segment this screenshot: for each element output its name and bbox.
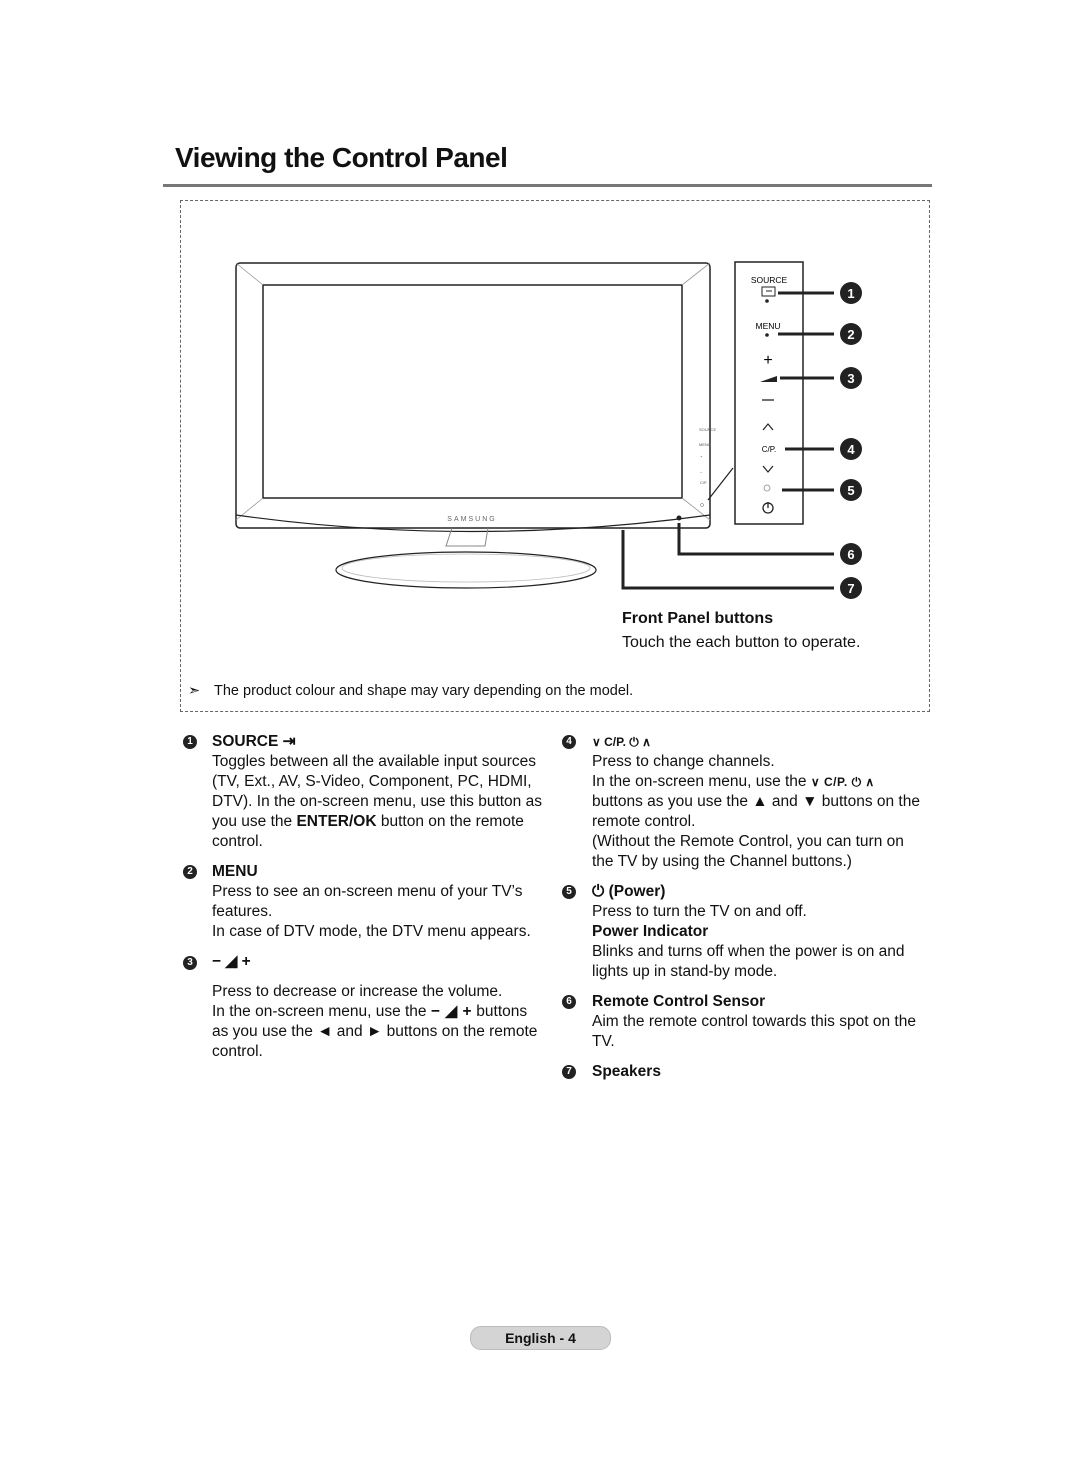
svg-text:4: 4 (847, 442, 855, 457)
svg-text:−: − (700, 470, 703, 475)
item-volume: − ◢ + Press to decrease or increase the … (212, 952, 547, 1062)
svg-text:SOURCE: SOURCE (751, 275, 788, 285)
channel-title: ∨ C/P. ⏻ ∧ (592, 735, 651, 749)
brand-logo: SAMSUNG (447, 516, 496, 523)
front-panel-subtext: Touch the each button to operate. (622, 634, 861, 651)
svg-text:MENU: MENU (755, 321, 780, 331)
item-number-4: 4 (562, 735, 576, 749)
speakers-title: Speakers (592, 1063, 661, 1080)
svg-text:1: 1 (847, 286, 854, 301)
item-menu: MENU Press to see an on-screen menu of y… (212, 862, 552, 942)
item-number-3: 3 (183, 956, 197, 970)
item-speakers: Speakers (592, 1062, 927, 1082)
control-panel-zoom (734, 261, 804, 525)
figure-box (180, 200, 930, 712)
note-arrow-icon: ➣ (188, 683, 201, 699)
source-input-icon: ⇥ (282, 733, 296, 750)
tv-screen (262, 284, 683, 499)
title-divider (163, 184, 932, 187)
item-number-2: 2 (183, 865, 197, 879)
svg-text:C/P.: C/P. (762, 445, 777, 454)
front-panel-heading: Front Panel buttons (622, 610, 774, 627)
item-source: SOURCE ⇥ Toggles between all the availab… (212, 732, 547, 852)
page-title: Viewing the Control Panel (175, 142, 508, 173)
tv-diagram: SAMSUNG SOURCE MENU + − C/P SOURCE MENU … (235, 261, 862, 599)
item-number-5: 5 (562, 885, 576, 899)
source-title: SOURCE ⇥ (212, 733, 296, 750)
svg-text:+: + (700, 454, 703, 459)
tv-stand (335, 551, 597, 589)
item-number-7: 7 (562, 1065, 576, 1079)
sensor-dot (676, 515, 682, 521)
page-number-badge: English - 4 (470, 1326, 611, 1350)
svg-text:7: 7 (847, 581, 854, 596)
item-channel: ∨ C/P. ⏻ ∧ Press to change channels. In … (592, 732, 927, 872)
power-title: ⏻ (Power) (592, 883, 666, 900)
menu-title: MENU (212, 863, 258, 880)
item-number-6: 6 (562, 995, 576, 1009)
svg-text:SOURCE: SOURCE (699, 427, 716, 432)
svg-text:5: 5 (847, 483, 854, 498)
item-power: ⏻ (Power) Press to turn the TV on and of… (592, 882, 927, 982)
volume-title: − ◢ + (212, 953, 251, 970)
item-sensor: Remote Control Sensor Aim the remote con… (592, 992, 927, 1052)
power-indicator-title: Power Indicator (592, 923, 709, 940)
sensor-title: Remote Control Sensor (592, 993, 766, 1010)
svg-text:3: 3 (847, 371, 854, 386)
svg-text:C/P: C/P (700, 480, 707, 485)
svg-text:2: 2 (847, 327, 854, 342)
svg-text:6: 6 (847, 547, 854, 562)
svg-text:+: + (763, 352, 772, 369)
item-number-1: 1 (183, 735, 197, 749)
svg-text:MENU: MENU (699, 442, 711, 447)
model-note: ➣The product colour and shape may vary d… (188, 683, 634, 699)
